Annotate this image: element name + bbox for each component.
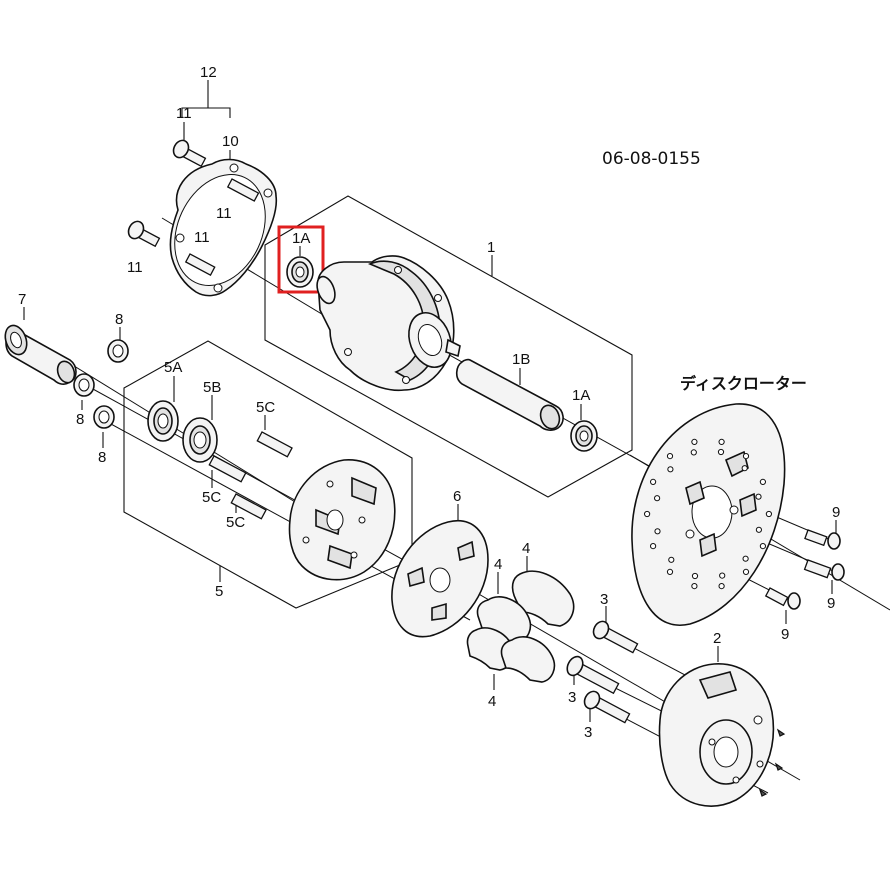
rotor-vent-hole [741,465,748,472]
rotor-vent-hole [654,495,661,502]
label-part-8-mid: 8 [76,411,84,428]
group-frame-1 [264,195,633,498]
label-part-1B: 1B [512,351,530,368]
nut-8-top [107,339,129,363]
label-part-4-top: 4 [522,540,530,557]
label-part-8-low: 8 [98,449,106,466]
label-part-8-top: 8 [115,311,123,328]
label-part-4-low: 4 [488,693,496,710]
rotor-vent-hole [691,572,699,580]
rotor-vent-hole [654,528,661,535]
stud-5C-low [230,493,267,520]
label-part-5B: 5B [203,379,221,396]
rotor-vent-hole [690,449,697,456]
rotor-vent-hole [666,568,674,576]
rotor-vent-hole [644,510,651,518]
rotor-vent-hole [759,543,767,550]
label-part-11-plate-lower: 11 [194,229,210,246]
bolt-11-top [172,139,207,168]
label-part-3-b: 3 [568,689,576,706]
rotor-vent-hole [742,568,750,576]
label-part-5: 5 [215,583,223,600]
rotor-vent-holes [644,438,773,590]
label-part-5C-mid: 5C [202,489,221,506]
nut-8-mid [73,373,95,397]
bearing-1A-bottom [570,420,598,452]
sprocket-hub-2 [658,663,786,807]
label-part-5C-top: 5C [256,399,275,416]
label-part-1: 1 [487,239,495,256]
label-part-10: 10 [222,133,239,150]
rotor-vent-hole [765,510,773,518]
damper-hub-5 [288,459,396,581]
highlight-box-1A [277,225,325,294]
bolt-9-b [803,559,845,581]
stud-5C-top [256,431,293,458]
rotor-vent-hole [742,555,749,562]
label-part-11-top: 11 [176,105,192,122]
rotor-vent-hole [717,448,725,456]
label-part-5C-low: 5C [226,514,245,531]
rotor-vent-hole [691,438,698,445]
label-part-9-b: 9 [827,595,835,612]
plate-6 [391,520,489,638]
disc-rotor-label: ディスクローター [680,374,807,393]
bearing-1A-top [286,256,314,288]
label-part-1A-top: 1A [292,230,310,247]
bolt-11-left [127,220,161,248]
rotor-vent-hole [755,493,762,500]
bolt-11-plate-lower [184,253,216,276]
label-part-9-c: 9 [781,626,789,643]
rotor-vent-hole [759,478,767,485]
rotor-vent-hole [718,438,725,445]
damper-rubber-4 [466,570,575,683]
label-part-7: 7 [18,291,26,308]
label-part-2: 2 [713,630,721,647]
rotor-vent-hole [691,583,698,590]
label-part-6: 6 [453,488,461,505]
rotor-vent-hole [719,572,726,579]
label-part-4-mid: 4 [494,556,502,573]
label-part-11-left: 11 [127,259,143,276]
stud-5C-mid [208,455,247,483]
bolt-11-plate-upper [226,178,260,202]
leader-12 [181,107,231,118]
bolt-3-c [583,690,631,724]
hub-1 [316,255,461,392]
rotor-vent-hole [666,453,674,460]
seal-5B [182,417,218,463]
label-part-3-c: 3 [584,724,592,741]
rotor-vent-hole [667,466,674,473]
bolt-3-a [592,620,639,654]
collar-7 [4,324,77,385]
spacer-1B [455,358,564,431]
rotor-vent-hole [755,526,763,533]
label-part-12: 12 [200,64,217,81]
label-part-3-a: 3 [600,591,608,608]
rotor-vent-hole [650,478,657,485]
label-part-11-plate-upper: 11 [216,205,232,222]
bearing-5A [147,400,179,442]
label-part-1A-bottom: 1A [572,387,590,404]
bolt-9-a [804,529,841,550]
rotor-vent-hole [718,583,725,590]
label-part-5A: 5A [164,359,182,376]
rotor-vent-hole [742,453,750,460]
rotor-vent-hole [668,556,675,563]
label-part-9-a: 9 [832,504,840,521]
bolt-9-c [764,587,801,610]
bolt-3-b [566,655,620,695]
rotor-vent-hole [650,543,657,550]
nut-8-low [93,405,115,429]
disc-rotor [631,403,786,626]
diagram-code: 06-08-0155 [602,149,701,169]
